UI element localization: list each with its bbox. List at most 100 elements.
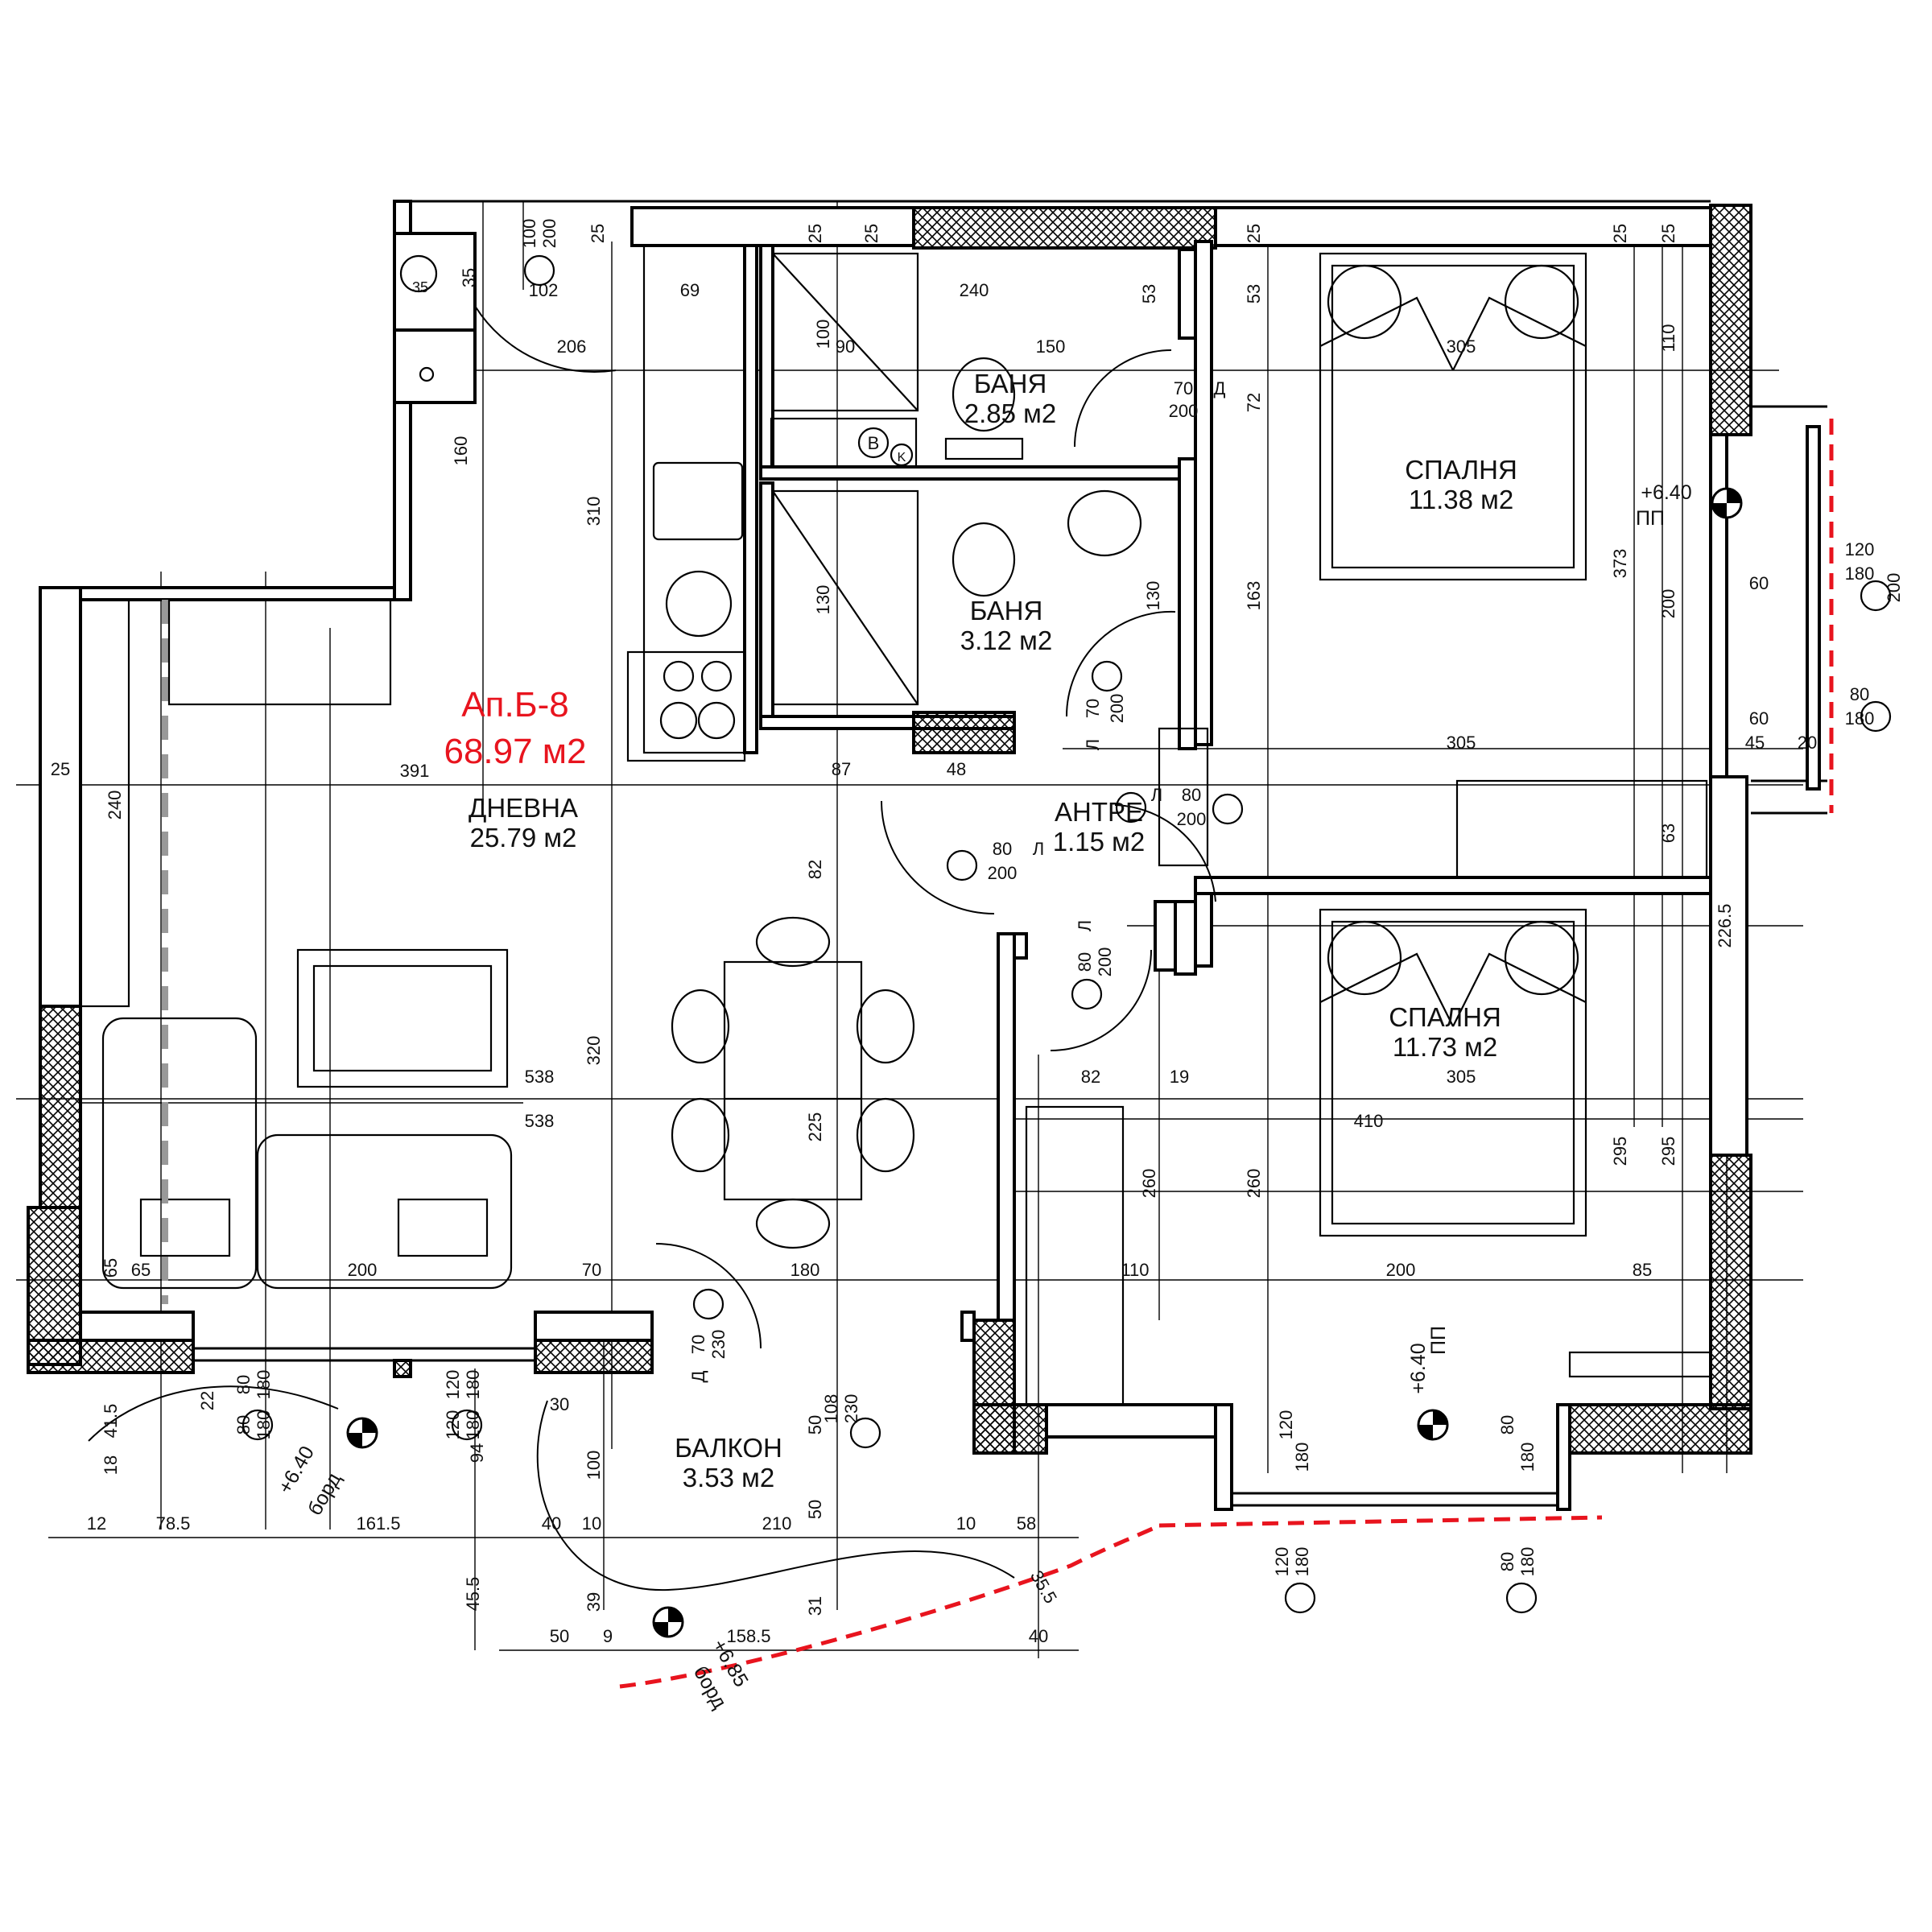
svg-text:130: 130 [1143, 581, 1163, 611]
svg-text:180: 180 [254, 1410, 274, 1440]
coffee-table-icon [296, 948, 509, 1088]
svg-text:538: 538 [525, 1067, 555, 1087]
svg-text:80: 80 [1850, 684, 1869, 704]
svg-text:70: 70 [582, 1260, 601, 1280]
svg-text:30: 30 [550, 1394, 569, 1414]
svg-text:120: 120 [1272, 1547, 1292, 1577]
svg-text:Л: Л [1151, 785, 1162, 805]
boiler-box [770, 417, 918, 469]
svg-text:200: 200 [1107, 694, 1127, 724]
svg-text:45.5: 45.5 [463, 1577, 483, 1612]
svg-text:31: 31 [805, 1596, 825, 1616]
room-labels: Ап.Б-8 68.97 м2 ДНЕВНА 25.79 м2 БАНЯ 2.8… [444, 369, 1517, 1492]
svg-text:161.5: 161.5 [356, 1513, 400, 1534]
svg-text:25: 25 [588, 224, 608, 243]
svg-text:25: 25 [1244, 224, 1264, 243]
svg-text:180: 180 [254, 1370, 274, 1400]
dining-table-icon [723, 960, 863, 1201]
svg-text:53: 53 [1139, 284, 1159, 303]
level-marker-border-center: +6.85 борд [652, 1606, 753, 1713]
svg-text:40: 40 [542, 1513, 561, 1534]
dimension-lines [16, 201, 1803, 1658]
svg-text:100: 100 [584, 1451, 604, 1480]
svg-text:225: 225 [805, 1113, 825, 1142]
svg-text:260: 260 [1139, 1169, 1159, 1199]
svg-text:180: 180 [791, 1260, 820, 1280]
svg-text:180: 180 [1292, 1547, 1312, 1577]
svg-text:69: 69 [680, 280, 700, 300]
svg-text:25: 25 [805, 224, 825, 243]
svg-text:110: 110 [1658, 324, 1678, 352]
svg-text:ПП: ПП [1636, 507, 1665, 530]
fixture-labels: B K [868, 433, 906, 464]
svg-text:305: 305 [1447, 733, 1476, 753]
svg-text:180: 180 [1517, 1547, 1538, 1577]
svg-text:35: 35 [412, 279, 428, 295]
bath2-area: 3.12 м2 [960, 625, 1052, 655]
svg-text:100: 100 [519, 219, 539, 249]
svg-text:87: 87 [832, 759, 851, 779]
svg-text:180: 180 [1292, 1443, 1312, 1472]
svg-text:10: 10 [582, 1513, 601, 1534]
svg-text:150: 150 [1036, 336, 1066, 357]
svg-text:240: 240 [960, 280, 989, 300]
svg-text:90: 90 [836, 336, 855, 357]
svg-text:305: 305 [1447, 336, 1476, 357]
shower-icon [771, 252, 919, 412]
svg-text:25: 25 [861, 224, 881, 243]
svg-text:58: 58 [1017, 1513, 1036, 1534]
svg-text:K: K [898, 451, 906, 464]
svg-text:160: 160 [451, 436, 471, 466]
bath1-name: БАНЯ [974, 369, 1047, 398]
toilet-icon [952, 357, 1016, 432]
living-room-area: 25.79 м2 [470, 823, 577, 852]
svg-text:373: 373 [1610, 549, 1630, 579]
svg-text:72: 72 [1244, 393, 1264, 412]
svg-text:295: 295 [1658, 1137, 1678, 1166]
svg-text:60: 60 [1749, 573, 1769, 593]
level-marker-border-left: +6.40 борд [274, 1417, 378, 1519]
svg-text:+6.40: +6.40 [274, 1443, 319, 1498]
wardrobe-icon-1 [1455, 779, 1708, 879]
svg-text:50: 50 [805, 1500, 825, 1519]
svg-text:210: 210 [762, 1513, 792, 1534]
structural-walls [27, 204, 1752, 1455]
sofa-icon [101, 1017, 258, 1290]
svg-text:70: 70 [1174, 378, 1193, 398]
dimension-labels: 206 160 310 391 240 538 538 320 225 82 7… [51, 219, 1817, 1646]
boiler-b-icon [857, 427, 890, 459]
svg-text:45: 45 [1745, 733, 1765, 753]
shower-icon-2 [771, 489, 919, 706]
svg-text:80: 80 [993, 839, 1012, 859]
svg-text:+6.40: +6.40 [1407, 1343, 1430, 1393]
washbasin-icon [1067, 489, 1142, 557]
svg-text:65: 65 [131, 1260, 151, 1280]
svg-text:226.5: 226.5 [1715, 903, 1735, 947]
svg-text:80: 80 [1497, 1552, 1517, 1571]
svg-text:19: 19 [1170, 1067, 1189, 1087]
svg-text:85: 85 [1633, 1260, 1652, 1280]
svg-text:Д: Д [1214, 378, 1226, 398]
svg-text:391: 391 [400, 761, 430, 781]
svg-text:борд: борд [303, 1468, 346, 1519]
svg-text:18: 18 [101, 1455, 121, 1475]
svg-text:200: 200 [539, 219, 559, 249]
apartment-total-area: 68.97 м2 [444, 732, 586, 771]
svg-text:25: 25 [51, 759, 70, 779]
svg-text:70: 70 [1083, 699, 1103, 718]
svg-text:Л: Л [1083, 739, 1103, 750]
opening-labels: 80 200 Л 70 200 Д 70 200 Л 80 200 Л 80 2… [233, 378, 1904, 1472]
svg-text:120: 120 [1845, 539, 1875, 559]
bedroom1-area: 11.38 м2 [1409, 485, 1513, 514]
opening-markers [242, 254, 1892, 1614]
bath1-area: 2.85 м2 [964, 398, 1056, 428]
svg-text:538: 538 [525, 1111, 555, 1131]
svg-text:108: 108 [821, 1394, 841, 1424]
boundary-lines [619, 419, 1834, 1689]
svg-text:80: 80 [1075, 952, 1095, 972]
svg-text:82: 82 [1081, 1067, 1100, 1087]
svg-text:70: 70 [688, 1335, 708, 1354]
svg-text:82: 82 [805, 860, 825, 879]
level-marker-bedroom1: +6.40 ПП [1636, 481, 1743, 530]
